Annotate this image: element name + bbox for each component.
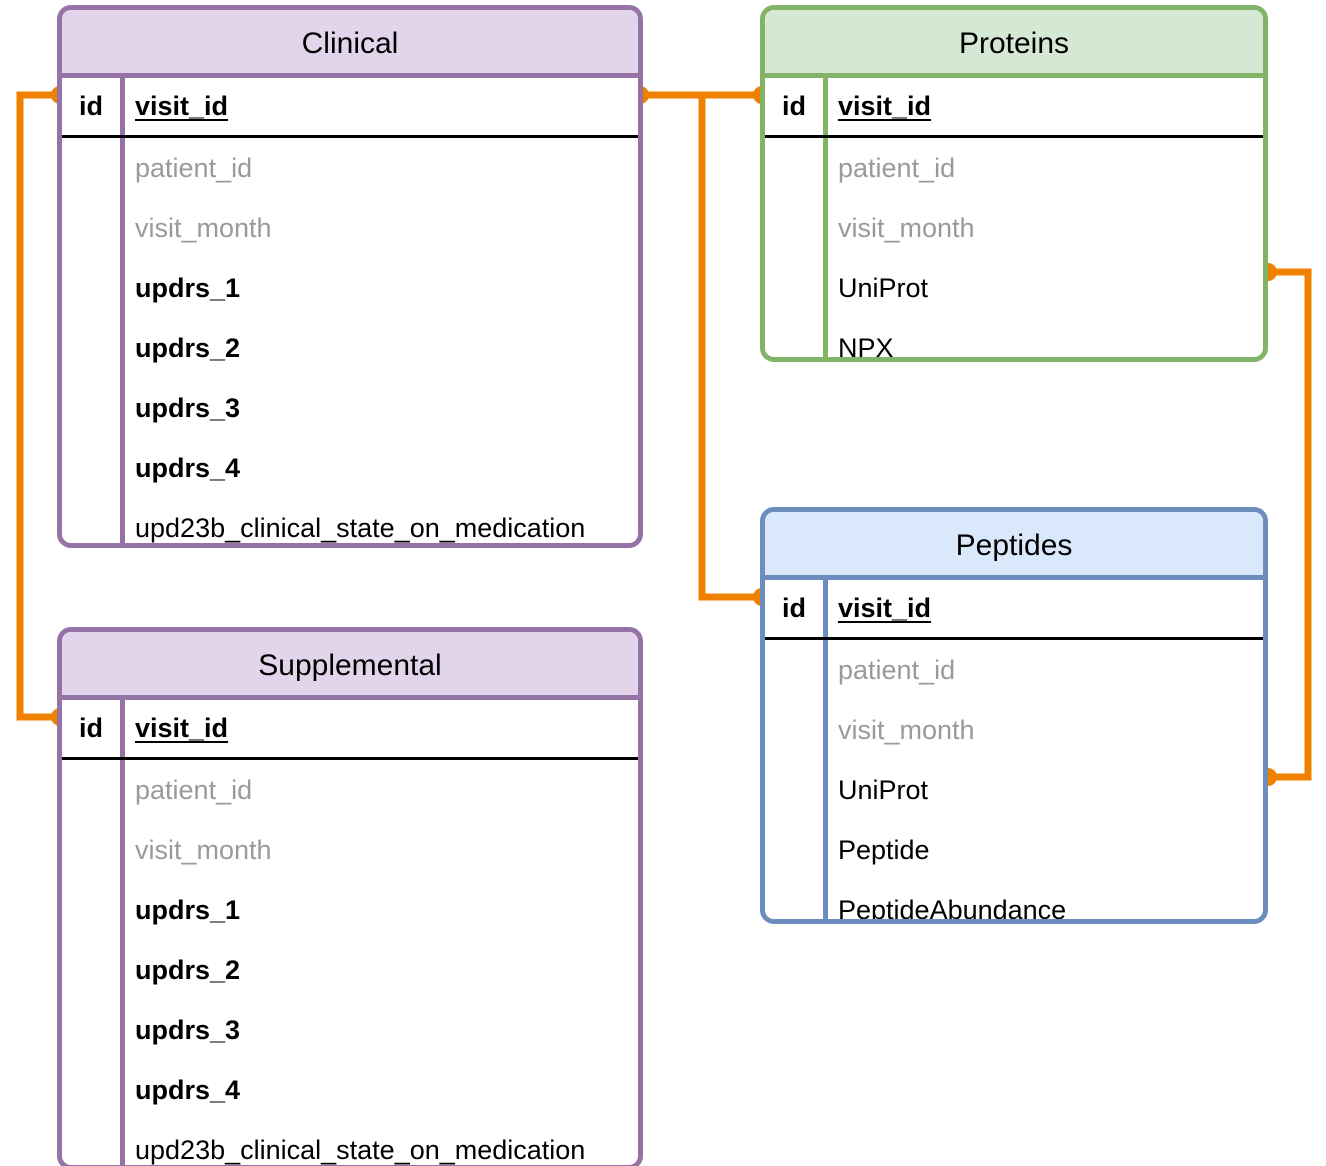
field-label-visit-id: visit_id xyxy=(135,91,229,121)
field-row-updrs-1[interactable]: updrs_1 xyxy=(62,880,638,940)
field-label-visit-month: visit_month xyxy=(135,834,272,865)
field-label-patient-id: patient_id xyxy=(838,152,956,183)
field-row-patient-id[interactable]: patient_id xyxy=(765,138,1263,198)
field-label-visit-id: visit_id xyxy=(838,593,932,623)
entity-title-clinical: Clinical xyxy=(62,10,638,78)
field-row-peptide[interactable]: Peptide xyxy=(765,820,1263,880)
entity-body-proteins: id visit_id patient_id visit_month UniPr… xyxy=(765,78,1263,362)
field-label-peptide-abundance: PeptideAbundance xyxy=(838,894,1067,924)
field-label-upd23b: upd23b_clinical_state_on_medication xyxy=(135,512,586,543)
field-label-updrs-1: updrs_1 xyxy=(135,272,241,303)
field-label-visit-id: visit_id xyxy=(838,91,932,121)
field-label-updrs-4: updrs_4 xyxy=(135,1074,241,1105)
entity-proteins[interactable]: Proteins id visit_id patient_id visit_mo… xyxy=(760,5,1268,362)
field-label-patient-id: patient_id xyxy=(838,654,956,685)
entity-clinical[interactable]: Clinical id visit_id patient_id visit_mo… xyxy=(57,5,643,548)
entity-body-clinical: id visit_id patient_id visit_month updrs… xyxy=(62,78,638,543)
field-row-visit-month[interactable]: visit_month xyxy=(62,820,638,880)
field-row-npx[interactable]: NPX xyxy=(765,318,1263,362)
field-label-updrs-2: updrs_2 xyxy=(135,332,241,363)
entity-body-peptides: id visit_id patient_id visit_month UniPr… xyxy=(765,580,1263,924)
field-label-uniprot: UniProt xyxy=(838,774,929,805)
field-row-visit-id[interactable]: id visit_id xyxy=(765,78,1263,138)
id-column-label: id xyxy=(782,593,806,623)
column-divider xyxy=(823,580,828,919)
field-label-visit-month: visit_month xyxy=(838,714,975,745)
field-row-upd23b[interactable]: upd23b_clinical_state_on_medication xyxy=(62,1120,638,1165)
field-row-updrs-4[interactable]: updrs_4 xyxy=(62,1060,638,1120)
field-row-patient-id[interactable]: patient_id xyxy=(62,760,638,820)
connector-proteins-peptides xyxy=(1264,268,1312,781)
field-label-visit-id: visit_id xyxy=(135,713,229,743)
field-row-visit-id[interactable]: id visit_id xyxy=(765,580,1263,640)
field-row-visit-id[interactable]: id visit_id xyxy=(62,78,638,138)
id-column-label: id xyxy=(782,91,806,121)
field-label-patient-id: patient_id xyxy=(135,152,253,183)
connector-clinical-peptides xyxy=(698,91,766,601)
field-label-updrs-2: updrs_2 xyxy=(135,954,241,985)
field-row-updrs-4[interactable]: updrs_4 xyxy=(62,438,638,498)
field-row-updrs-3[interactable]: updrs_3 xyxy=(62,1000,638,1060)
entity-supplemental[interactable]: Supplemental id visit_id patient_id visi… xyxy=(57,627,643,1166)
field-row-visit-id[interactable]: id visit_id xyxy=(62,700,638,760)
id-column-label: id xyxy=(79,713,103,743)
field-row-uniprot[interactable]: UniProt xyxy=(765,760,1263,820)
field-row-updrs-2[interactable]: updrs_2 xyxy=(62,940,638,1000)
field-row-visit-month[interactable]: visit_month xyxy=(765,198,1263,258)
field-label-upd23b: upd23b_clinical_state_on_medication xyxy=(135,1134,586,1165)
field-row-updrs-3[interactable]: updrs_3 xyxy=(62,378,638,438)
entity-peptides[interactable]: Peptides id visit_id patient_id visit_mo… xyxy=(760,507,1268,924)
field-row-patient-id[interactable]: patient_id xyxy=(62,138,638,198)
field-label-updrs-3: updrs_3 xyxy=(135,1014,241,1045)
column-divider xyxy=(120,700,125,1165)
entity-body-supplemental: id visit_id patient_id visit_month updrs… xyxy=(62,700,638,1165)
column-divider xyxy=(120,78,125,543)
field-row-visit-month[interactable]: visit_month xyxy=(62,198,638,258)
column-divider xyxy=(823,78,828,357)
field-label-updrs-4: updrs_4 xyxy=(135,452,241,483)
field-row-updrs-1[interactable]: updrs_1 xyxy=(62,258,638,318)
entity-title-proteins: Proteins xyxy=(765,10,1263,78)
entity-title-peptides: Peptides xyxy=(765,512,1263,580)
field-label-uniprot: UniProt xyxy=(838,272,929,303)
field-row-patient-id[interactable]: patient_id xyxy=(765,640,1263,700)
field-label-updrs-3: updrs_3 xyxy=(135,392,241,423)
id-column-label: id xyxy=(79,91,103,121)
field-row-uniprot[interactable]: UniProt xyxy=(765,258,1263,318)
connector-clinical-supplemental xyxy=(16,91,64,721)
field-label-npx: NPX xyxy=(838,332,894,362)
field-label-visit-month: visit_month xyxy=(135,212,272,243)
field-row-peptide-abundance[interactable]: PeptideAbundance xyxy=(765,880,1263,924)
field-label-patient-id: patient_id xyxy=(135,774,253,805)
field-label-visit-month: visit_month xyxy=(838,212,975,243)
field-row-upd23b[interactable]: upd23b_clinical_state_on_medication xyxy=(62,498,638,543)
field-label-peptide: Peptide xyxy=(838,834,930,865)
field-label-updrs-1: updrs_1 xyxy=(135,894,241,925)
field-row-visit-month[interactable]: visit_month xyxy=(765,700,1263,760)
field-row-updrs-2[interactable]: updrs_2 xyxy=(62,318,638,378)
entity-title-supplemental: Supplemental xyxy=(62,632,638,700)
